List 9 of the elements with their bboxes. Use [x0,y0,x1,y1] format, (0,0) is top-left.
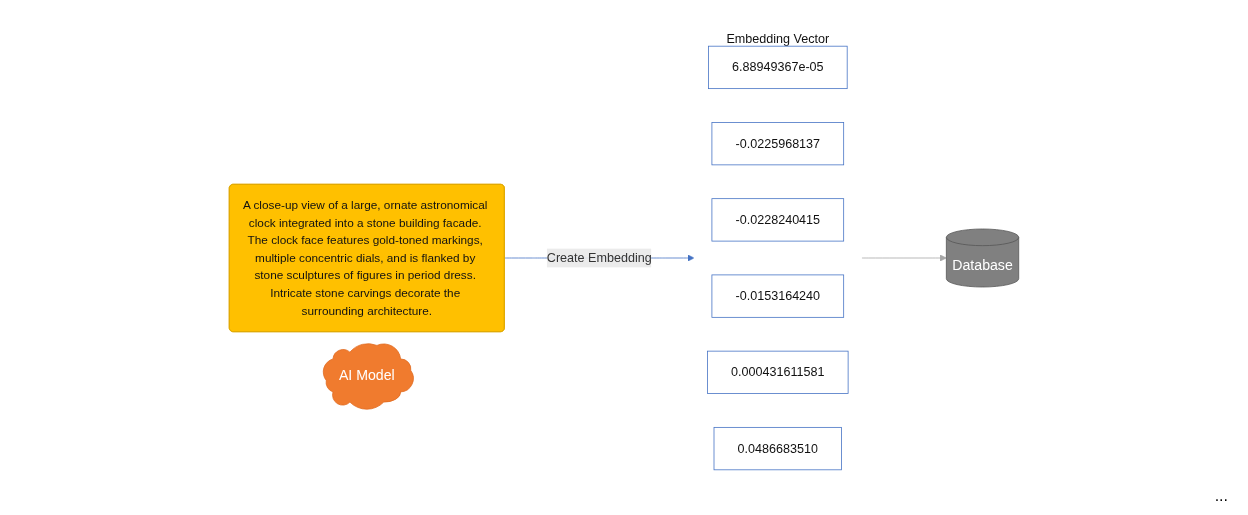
ellipsis-text: ... [1214,487,1228,505]
node-box: -0.0153164240 [711,274,845,318]
node-box: -0.0225968137 [711,121,845,165]
node-box: 6.88949367e-05 [708,45,848,89]
edge-label: Create Embedding [546,250,652,264]
node-box: -0.0228240415 [711,197,845,241]
node-box: 0.0486683510 [713,426,842,470]
node-text: Embedding Vector [726,31,830,45]
node-box: 0.000431611581 [707,350,849,394]
